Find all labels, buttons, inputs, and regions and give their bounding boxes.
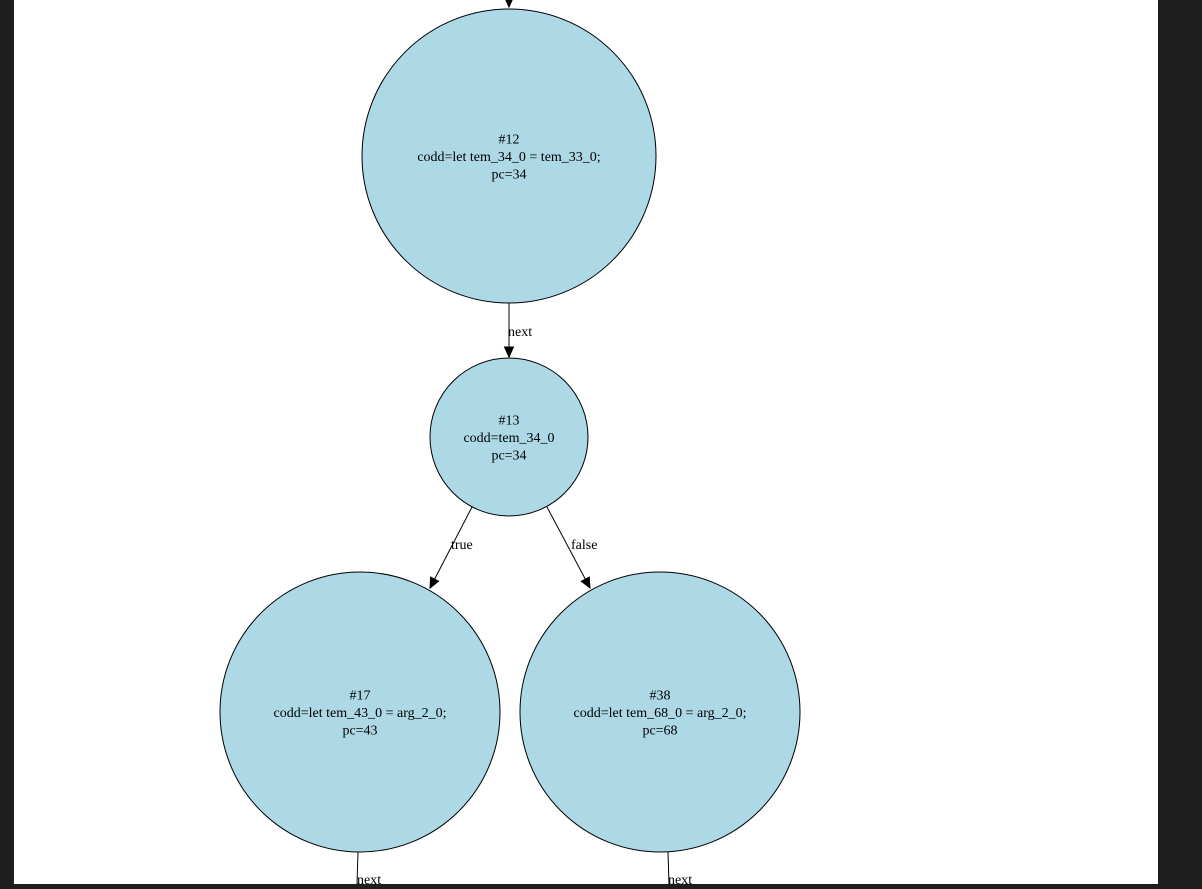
node-code-label: codd=let tem_43_0 = arg_2_0; xyxy=(273,706,446,721)
edge-arrowhead xyxy=(429,576,440,590)
edge-arrowhead xyxy=(505,0,513,9)
node-circle[interactable] xyxy=(519,571,801,853)
node-code-label: codd=let tem_68_0 = arg_2_0; xyxy=(573,706,746,721)
edge-13-17: true xyxy=(429,506,473,590)
node-circle[interactable] xyxy=(361,8,657,304)
node-code-label: codd=let tem_34_0 = tem_33_0; xyxy=(417,150,600,165)
edge-line xyxy=(356,851,359,885)
node-17[interactable]: #17 codd=let tem_43_0 = arg_2_0; pc=43 xyxy=(219,571,501,853)
edge-arrowhead xyxy=(503,346,515,359)
node-pc-label: pc=34 xyxy=(491,449,526,464)
node-pc-label: pc=68 xyxy=(642,724,677,739)
node-id-label: #13 xyxy=(499,414,520,429)
viewer-scroll-gutter[interactable] xyxy=(1158,0,1202,884)
node-id-label: #17 xyxy=(350,689,371,704)
edge-arrowhead xyxy=(580,576,591,590)
edge-12-13: next xyxy=(503,303,532,359)
node-circle[interactable] xyxy=(429,357,589,517)
node-38[interactable]: #38 codd=let tem_68_0 = arg_2_0; pc=68 xyxy=(519,571,801,853)
edge-line xyxy=(546,506,586,580)
node-pc-label: pc=43 xyxy=(342,724,377,739)
control-flow-graph: next true false next next #12 codd=let tem_34_… xyxy=(219,0,801,888)
edge-13-38: false xyxy=(546,506,597,590)
edge-in-12 xyxy=(505,0,513,9)
node-id-label: #38 xyxy=(650,689,671,704)
edge-label: next xyxy=(508,325,532,340)
graph-page: next true false next next #12 codd=let tem_34_… xyxy=(14,0,1158,888)
edge-line xyxy=(434,506,473,580)
node-id-label: #12 xyxy=(499,133,520,148)
edge-label: true xyxy=(451,538,473,553)
edge-label: next xyxy=(668,873,692,884)
node-13[interactable]: #13 codd=tem_34_0 pc=34 xyxy=(429,357,589,517)
node-circle[interactable] xyxy=(219,571,501,853)
edge-label: false xyxy=(571,538,597,553)
edge-label: next xyxy=(357,873,381,884)
edge-17-out: next xyxy=(356,851,381,888)
node-code-label: codd=tem_34_0 xyxy=(463,431,554,446)
node-12[interactable]: #12 codd=let tem_34_0 = tem_33_0; pc=34 xyxy=(361,8,657,304)
node-pc-label: pc=34 xyxy=(491,168,526,183)
edge-38-out: next xyxy=(667,851,692,888)
edge-line xyxy=(667,851,670,885)
